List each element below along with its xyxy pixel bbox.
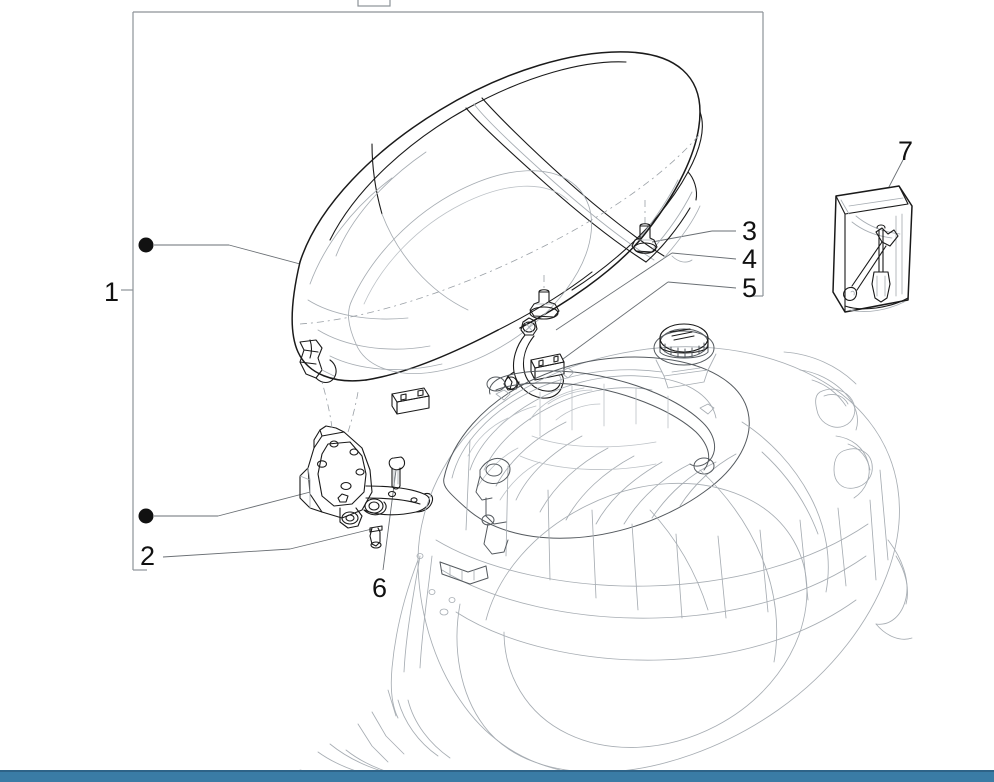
part-tool-kit-bag <box>832 185 913 313</box>
part-saddle-seat <box>291 51 703 384</box>
callout-label-2: 2 <box>140 541 156 571</box>
bottom-accent-bar <box>0 772 994 782</box>
part-rubber-bumper-stop <box>529 200 658 320</box>
part-fixing-screw <box>388 456 406 490</box>
callout-label-1: 1 <box>104 277 120 307</box>
callout-label-6: 6 <box>372 573 388 603</box>
grouping-bracket-frame <box>121 11 764 571</box>
callout-label-3: 3 <box>742 216 758 246</box>
callout-label-5: 5 <box>742 273 758 303</box>
part-saddle-hinge-bracket <box>299 381 434 549</box>
callout-label-7: 7 <box>898 136 914 166</box>
bottom-accent-rule <box>0 770 994 772</box>
callout-label-4: 4 <box>742 244 758 274</box>
callout-leaders <box>138 159 904 571</box>
top-tab-marker <box>357 0 391 7</box>
scooter-body-context <box>299 323 913 782</box>
